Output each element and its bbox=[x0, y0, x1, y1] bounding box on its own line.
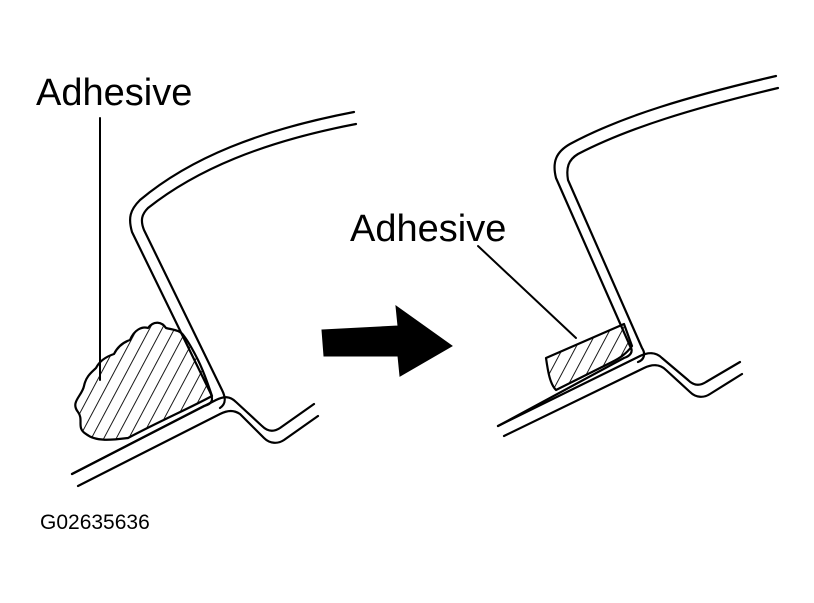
right-assembly bbox=[477, 74, 780, 438]
leader-line-after bbox=[477, 245, 577, 339]
arrow-right-icon bbox=[321, 304, 453, 377]
lower-flange-inner bbox=[76, 409, 320, 488]
lower-flange-inner bbox=[502, 364, 744, 438]
left-assembly bbox=[70, 110, 358, 488]
body-panel-outer bbox=[70, 110, 356, 476]
lower-flange-outer bbox=[70, 396, 316, 476]
adhesive-label-before: Adhesive bbox=[36, 72, 193, 114]
adhesive-label-after: Adhesive bbox=[350, 208, 507, 250]
figure-code: G02635636 bbox=[40, 511, 150, 534]
adhesive-bead-irregular bbox=[74, 321, 214, 441]
lower-flange-outer bbox=[496, 352, 742, 428]
body-panel-outer bbox=[496, 74, 778, 428]
